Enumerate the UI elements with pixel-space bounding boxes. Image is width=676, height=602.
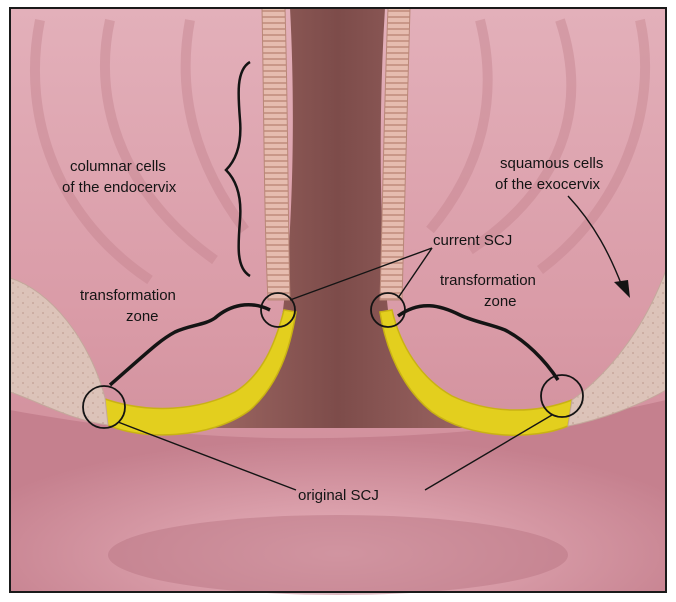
label-original-scj: original SCJ xyxy=(298,487,379,504)
label-squamous-cells-line2: of the exocervix xyxy=(495,176,601,193)
columnar-epithelium-left xyxy=(261,7,291,301)
label-current-scj: current SCJ xyxy=(433,232,512,249)
squamous-arrowhead xyxy=(614,280,630,298)
columnar-cells-bracket xyxy=(224,60,251,278)
leader-lines xyxy=(117,195,623,491)
label-tz-right-line1: transformation xyxy=(440,272,536,289)
tz-right-brace xyxy=(396,303,560,381)
label-columnar-cells-line1: columnar cells xyxy=(70,158,166,175)
transformation-zone-left xyxy=(100,309,297,436)
original-scj-right-circle xyxy=(540,374,584,418)
tissue-folds xyxy=(29,18,651,285)
label-tz-left-line1: transformation xyxy=(80,287,176,304)
tz-left-brace xyxy=(108,302,271,387)
frame-border xyxy=(9,7,667,593)
endocervical-canal xyxy=(205,8,470,428)
current-scj-left-circle xyxy=(260,292,296,328)
label-columnar-cells-line2: of the endocervix xyxy=(62,179,177,196)
lower-shadow xyxy=(108,515,568,595)
label-tz-right-line2: zone xyxy=(484,293,517,310)
label-squamous-cells-line1: squamous cells xyxy=(500,155,603,172)
squamous-epithelium-left xyxy=(9,277,109,426)
label-tz-left-line2: zone xyxy=(126,308,159,325)
original-scj-left-circle xyxy=(82,385,126,429)
